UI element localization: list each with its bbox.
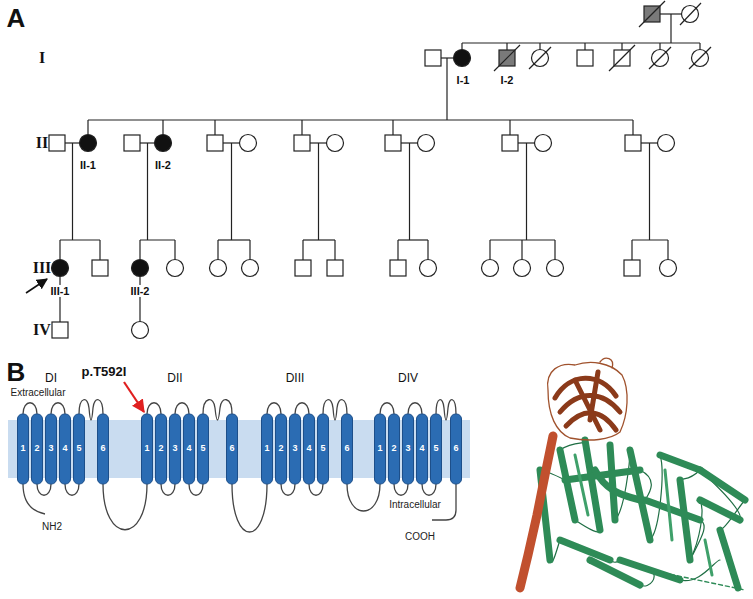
side-label: Intracellular	[389, 499, 441, 510]
helix-number: 1	[20, 444, 25, 454]
helix-number: 6	[453, 444, 458, 454]
individual-id: I-1	[455, 74, 472, 86]
side-label: Extracellular	[10, 387, 65, 398]
helix-number: 2	[391, 444, 396, 454]
helix-number: 6	[344, 444, 349, 454]
helix-number: 5	[200, 444, 205, 454]
helix-number: 5	[76, 444, 81, 454]
helix-number: 4	[419, 444, 424, 454]
domain-label: DII	[167, 372, 182, 385]
helix-number: 4	[306, 444, 311, 454]
individual-id: III-1	[49, 285, 72, 297]
terminus-label: COOH	[405, 531, 435, 542]
helix-number: 5	[320, 444, 325, 454]
channel-topology	[8, 382, 470, 532]
panel-letter: B	[7, 358, 26, 387]
generation-number: I	[39, 49, 45, 67]
helix-number: 3	[172, 444, 177, 454]
variant-label: p.T592I	[82, 365, 127, 379]
helix-number: 6	[100, 444, 105, 454]
helix-number: 3	[48, 444, 53, 454]
helix-number: 6	[229, 444, 234, 454]
generation-number: III	[33, 259, 52, 277]
helix-number: 1	[264, 444, 269, 454]
domain-label: DIV	[398, 372, 418, 385]
helix-number: 2	[278, 444, 283, 454]
pedigree	[26, 1, 711, 339]
helix-number: 2	[34, 444, 39, 454]
terminus-label: NH2	[42, 521, 62, 532]
individual-id: I-2	[499, 74, 516, 86]
helix-number: 1	[144, 444, 149, 454]
individual-id: II-1	[78, 159, 98, 171]
helix-number: 4	[62, 444, 67, 454]
individual-id: III-2	[129, 285, 152, 297]
protein-structure	[520, 358, 745, 590]
domain-label: DI	[45, 372, 57, 385]
helix-number: 3	[405, 444, 410, 454]
helix-number: 1	[377, 444, 382, 454]
domain-label: DIII	[286, 372, 305, 385]
helix-number: 3	[292, 444, 297, 454]
individual-id: II-2	[153, 159, 173, 171]
helix-number: 4	[186, 444, 191, 454]
panel-letter: A	[7, 4, 26, 33]
helix-number: 5	[433, 444, 438, 454]
helix-number: 2	[158, 444, 163, 454]
generation-number: II	[36, 134, 48, 152]
generation-number: IV	[33, 321, 51, 339]
